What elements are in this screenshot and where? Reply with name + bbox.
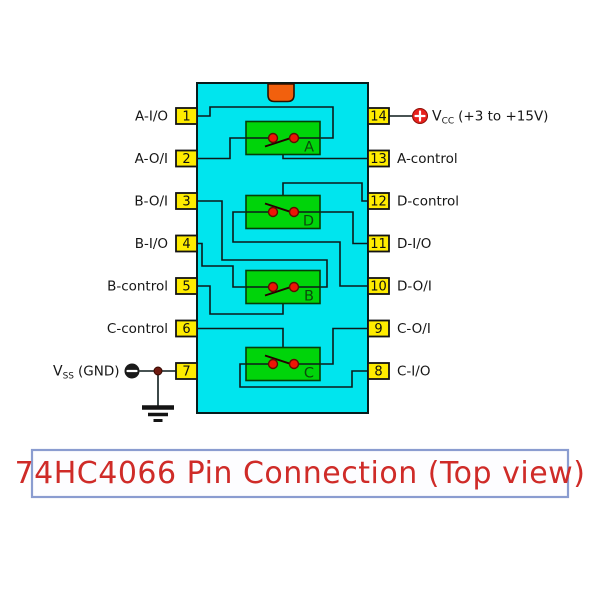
- switch-c: C: [245, 346, 321, 382]
- title-box: [30, 448, 570, 499]
- switch-c-contact-left: [267, 358, 279, 370]
- pin-number-9: 9: [374, 322, 382, 337]
- vss-label: VSS(GND): [53, 364, 120, 382]
- switch-a-contact-right: [288, 132, 300, 144]
- junction-dot: [153, 366, 163, 376]
- switch-c-letter: C: [304, 366, 314, 382]
- title-banner: 74HC4066 Pin Connection (Top view): [15, 448, 586, 499]
- pin-number-11: 11: [370, 237, 387, 252]
- pin-box-5: [175, 277, 198, 295]
- pin-label-13: A-control: [397, 151, 458, 167]
- pin-box-8: [367, 362, 390, 380]
- switch-b-blade: [264, 285, 294, 297]
- pin-number-4: 4: [182, 237, 190, 252]
- pin-number-12: 12: [370, 195, 387, 210]
- pin-number-13: 13: [370, 152, 387, 167]
- pin-label-2: A-O/I: [135, 151, 168, 167]
- switch-a-blade: [264, 136, 294, 148]
- switch-d-blade: [264, 202, 294, 214]
- pin-label-3: B-O/I: [134, 194, 168, 210]
- switch-b-letter: B: [304, 289, 314, 305]
- wire-pin11: [320, 211, 368, 245]
- pin-number-8: 8: [374, 365, 382, 380]
- wire-pin10: [232, 211, 368, 287]
- wire-pin4: [197, 242, 246, 288]
- vss-connection: VSS(GND): [53, 363, 176, 422]
- pin-label-1: A-I/O: [135, 109, 168, 125]
- pin-box-11: [367, 234, 390, 253]
- wire-pin1: [197, 106, 334, 139]
- pin-box-2: [175, 149, 198, 168]
- switch-a: A: [245, 120, 321, 156]
- vcc-connection: VCC(+3 to +15V): [389, 108, 548, 127]
- wire-pin2: [197, 137, 246, 160]
- pin-label-11: D-I/O: [397, 236, 431, 252]
- wire-pin9: [320, 327, 368, 365]
- switch-a-contact-left: [267, 132, 279, 144]
- pin-box-10: [367, 277, 390, 295]
- notch-icon: [267, 83, 295, 103]
- switch-d-letter: D: [303, 214, 314, 230]
- pin-label-10: D-O/I: [397, 279, 432, 295]
- wire-pin8: [239, 363, 368, 388]
- wire-pin3: [197, 200, 328, 288]
- vcc-label: VCC(+3 to +15V): [432, 109, 548, 127]
- wires: [197, 106, 368, 388]
- pin-number-14: 14: [370, 110, 387, 125]
- ground-icon: [142, 405, 174, 422]
- switch-d: D: [245, 194, 321, 230]
- pin-label-8: C-I/O: [397, 364, 430, 380]
- switch-b-contact-right: [288, 281, 300, 293]
- pin-number-2: 2: [182, 152, 190, 167]
- right-pins: 14 13 A-control 12 D-control 11 D-I/O 10…: [367, 107, 459, 380]
- pin-box-6: [175, 319, 198, 338]
- pin-box-12: [367, 192, 390, 210]
- pin-label-12: D-control: [397, 194, 459, 210]
- pin-label-6: C-control: [107, 321, 168, 337]
- pin-number-10: 10: [370, 280, 387, 295]
- switch-d-contact-left: [267, 206, 279, 218]
- pin-box-1: [175, 107, 198, 125]
- pin-number-3: 3: [182, 195, 190, 210]
- switch-d-contact-right: [288, 206, 300, 218]
- pin-number-5: 5: [182, 280, 190, 295]
- page-title: 74HC4066 Pin Connection (Top view): [15, 456, 586, 491]
- switch-b: B: [245, 269, 321, 305]
- pin-box-3: [175, 192, 198, 210]
- pin-box-13: [367, 149, 390, 168]
- pin-number-1: 1: [182, 110, 190, 125]
- pin-number-7: 7: [182, 365, 190, 380]
- pin-box-4: [175, 234, 198, 253]
- wire-pin12: [282, 182, 368, 209]
- left-pins: 1 A-I/O 2 A-O/I 3 B-O/I 4 B-I/O 5 B-cont…: [107, 107, 198, 380]
- pin-label-5: B-control: [107, 279, 168, 295]
- switch-c-contact-right: [288, 358, 300, 370]
- pin-label-4: B-I/O: [135, 236, 168, 252]
- wire-pin5: [197, 285, 284, 315]
- pin-box-9: [367, 319, 390, 338]
- switch-b-contact-left: [267, 281, 279, 293]
- switch-c-blade: [264, 354, 294, 366]
- switch-a-letter: A: [304, 140, 314, 156]
- pin-label-9: C-O/I: [397, 321, 431, 337]
- pin-number-6: 6: [182, 322, 190, 337]
